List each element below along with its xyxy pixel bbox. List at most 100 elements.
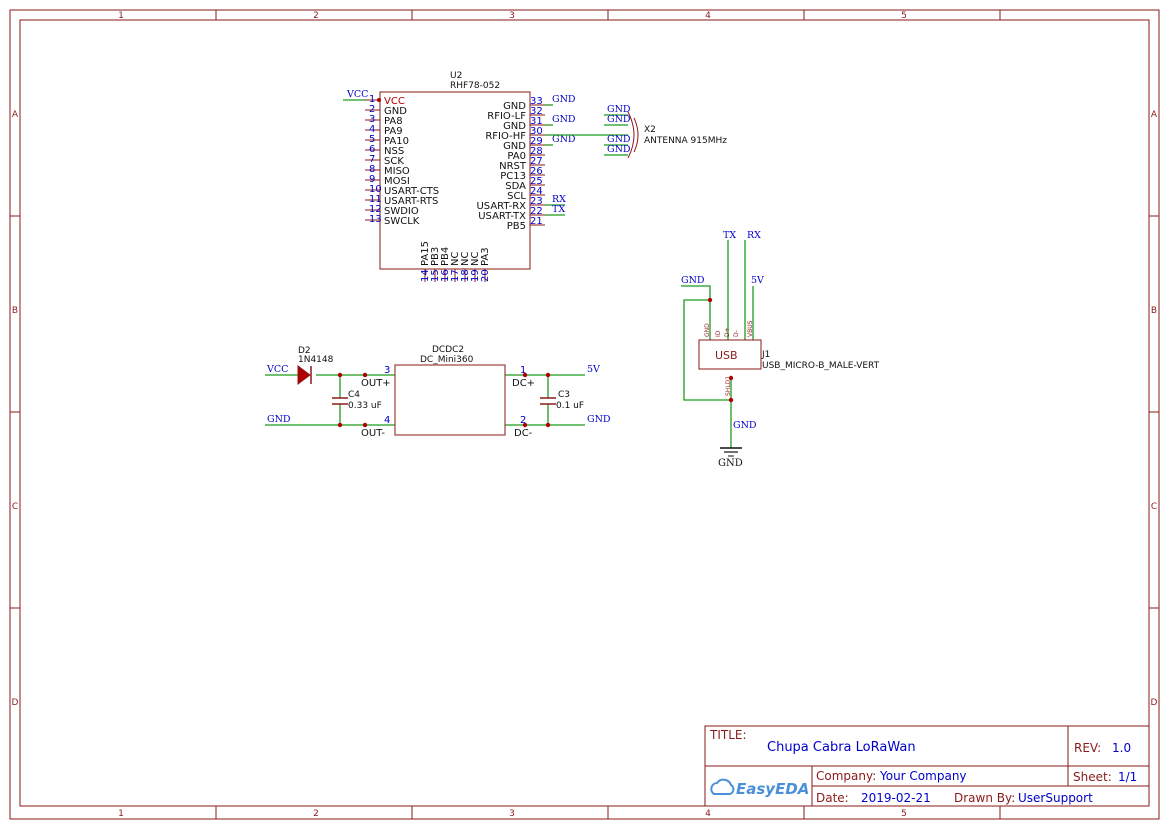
net-label-gnd-x2-1: GND bbox=[607, 104, 631, 115]
j1-value: USB_MICRO-B_MALE-VERT bbox=[762, 361, 880, 371]
d2-value: 1N4148 bbox=[298, 355, 334, 365]
u2-pin-name-15: PB3 bbox=[430, 247, 441, 266]
title-value: Chupa Cabra LoRaWan bbox=[767, 740, 916, 755]
u2-pin-num-26: 26 bbox=[530, 166, 543, 177]
u2-pin-num-14: 14 bbox=[420, 269, 431, 282]
net-label-gnd-x2-2: GND bbox=[607, 114, 631, 125]
u2-pin-name-27: NRST bbox=[499, 161, 527, 172]
u2-pin-num-6: 6 bbox=[369, 144, 375, 155]
u2-pin-name-12: SWDIO bbox=[384, 206, 419, 217]
u2-pin-num-33: 33 bbox=[530, 96, 543, 107]
dcdc2-pin-name-dc-minus: DC- bbox=[514, 428, 533, 439]
dcdc2-ref: DCDC2 bbox=[432, 345, 464, 355]
j1-pin-dminus: D- bbox=[733, 330, 740, 337]
u2-pin-name-25: SDA bbox=[505, 181, 526, 192]
u2-vcc-net: VCC bbox=[343, 89, 381, 102]
j1-pin-gnd: GND bbox=[704, 323, 711, 337]
dcdc2-body bbox=[394, 364, 506, 436]
u2-pin-name-6: NSS bbox=[384, 146, 404, 157]
u2-pin-name-1: VCC bbox=[384, 96, 405, 107]
net-label-gnd-usb-bottom: GND bbox=[733, 420, 757, 431]
u2-pin-name-23: USART-RX bbox=[476, 201, 526, 212]
sheet-label: Sheet: bbox=[1073, 770, 1112, 784]
dcdc2-pin-num-3: 3 bbox=[384, 365, 390, 376]
u2-pin-name-2: GND bbox=[384, 106, 407, 117]
u2-pin-num-29: 29 bbox=[530, 136, 543, 147]
x2-antenna[interactable]: GND GND GND GND X2 ANTENNA 915MHz bbox=[604, 104, 727, 159]
frame-col-4-bottom: 4 bbox=[705, 809, 711, 819]
power-section: VCC GND 5V GND bbox=[265, 364, 611, 428]
frame-row-d-right: D bbox=[1151, 698, 1158, 708]
u2-pin-name-13: SWCLK bbox=[384, 216, 420, 227]
d2-diode[interactable]: D2 1N4148 bbox=[297, 346, 334, 385]
u2-pin-num-25: 25 bbox=[530, 176, 543, 187]
j1-pin-dplus: D+ bbox=[724, 327, 731, 337]
j1-body-label: USB bbox=[715, 349, 738, 362]
net-label-gnd-29: GND bbox=[552, 134, 576, 145]
x2-ref: X2 bbox=[644, 125, 656, 135]
c3-value: 0.1 uF bbox=[556, 401, 584, 411]
u2-pin-num-8: 8 bbox=[369, 164, 375, 175]
net-label-vcc-d2: VCC bbox=[266, 364, 288, 375]
net-label-vcc-u2: VCC bbox=[346, 89, 368, 100]
net-label-5v-usb: 5V bbox=[751, 275, 764, 286]
frame-col-3-bottom: 3 bbox=[509, 809, 515, 819]
u2-pin-name-18: NC bbox=[460, 252, 471, 266]
frame-row-c-right: C bbox=[1151, 502, 1157, 512]
frame-row-a-left: A bbox=[12, 110, 19, 120]
c4-capacitor[interactable]: C4 0.33 uF bbox=[332, 390, 382, 411]
net-label-gnd-dcdc-right: GND bbox=[587, 414, 611, 425]
u2-pin-name-28: PA0 bbox=[507, 151, 526, 162]
j1-body bbox=[698, 339, 762, 370]
u2-pin-name-10: USART-CTS bbox=[384, 186, 439, 197]
net-label-tx-u2: TX bbox=[552, 204, 565, 215]
net-label-gnd-31: GND bbox=[552, 114, 576, 125]
u2-pin-name-29: GND bbox=[503, 141, 526, 152]
u2-pin-num-15: 15 bbox=[430, 269, 441, 282]
x2-value: ANTENNA 915MHz bbox=[644, 136, 727, 146]
u2-pin-name-14: PA15 bbox=[420, 241, 431, 266]
j1-ref: J1 bbox=[761, 350, 770, 360]
dcdc2-module[interactable]: DCDC2 DC_Mini360 3 OUT+ 4 OUT- 1 DC+ 2 D… bbox=[361, 345, 535, 439]
u2-pin-num-16: 16 bbox=[440, 269, 451, 282]
u2-pin-name-9: MOSI bbox=[384, 176, 410, 187]
u2-pin-num-3: 3 bbox=[369, 114, 375, 125]
u2-pin-num-24: 24 bbox=[530, 186, 543, 197]
u2-pin-name-32: RFIO-LF bbox=[487, 111, 526, 122]
drawn-by-label: Drawn By: bbox=[954, 791, 1015, 805]
dcdc2-pin-name-out-minus: OUT- bbox=[361, 428, 385, 439]
net-label-gnd-usb-top: GND bbox=[681, 275, 705, 286]
u2-value: RHF78-052 bbox=[450, 81, 500, 91]
net-label-tx-usb: TX bbox=[723, 230, 736, 241]
net-label-gnd-x2-3: GND bbox=[607, 134, 631, 145]
frame-row-b-left: B bbox=[12, 306, 18, 316]
c4-ref: C4 bbox=[348, 390, 360, 400]
net-label-5v-dcdc: 5V bbox=[587, 364, 600, 375]
u2-pin-name-30: RFIO-HF bbox=[485, 131, 526, 142]
u2-pin-name-24: SCL bbox=[507, 191, 526, 202]
u2-pin-num-10: 10 bbox=[369, 184, 382, 195]
company-label: Company: bbox=[816, 769, 876, 783]
title-block: TITLE: Chupa Cabra LoRaWan REV: 1.0 Comp… bbox=[704, 725, 1150, 807]
u2-pin-num-19: 19 bbox=[470, 269, 481, 282]
u2-pin-name-26: PC13 bbox=[500, 171, 526, 182]
title-label: TITLE: bbox=[709, 728, 747, 742]
u2-pin-name-4: PA9 bbox=[384, 126, 403, 137]
u2-pin-num-13: 13 bbox=[369, 214, 382, 225]
c3-capacitor[interactable]: C3 0.1 uF bbox=[540, 390, 584, 411]
u2-pin-name-33: GND bbox=[503, 101, 526, 112]
u2-pin-num-7: 7 bbox=[369, 154, 375, 165]
frame-col-3-top: 3 bbox=[509, 11, 515, 21]
j1-pin-vbus: VBUS bbox=[747, 320, 754, 337]
u2-pin-num-23: 23 bbox=[530, 196, 543, 207]
u2-pin-name-11: USART-RTS bbox=[384, 196, 438, 207]
net-label-gnd-x2-4: GND bbox=[607, 144, 631, 155]
dcdc2-pin-num-2: 2 bbox=[520, 415, 526, 426]
net-label-rx-usb: RX bbox=[747, 230, 761, 241]
dcdc2-value: DC_Mini360 bbox=[420, 355, 474, 365]
j1-usb-connector[interactable]: USB GND ID D+ D- VBUS SHLD1 J1 USB_MICRO… bbox=[698, 320, 880, 396]
u2-pin-num-31: 31 bbox=[530, 116, 543, 127]
u2-pin-name-31: GND bbox=[503, 121, 526, 132]
